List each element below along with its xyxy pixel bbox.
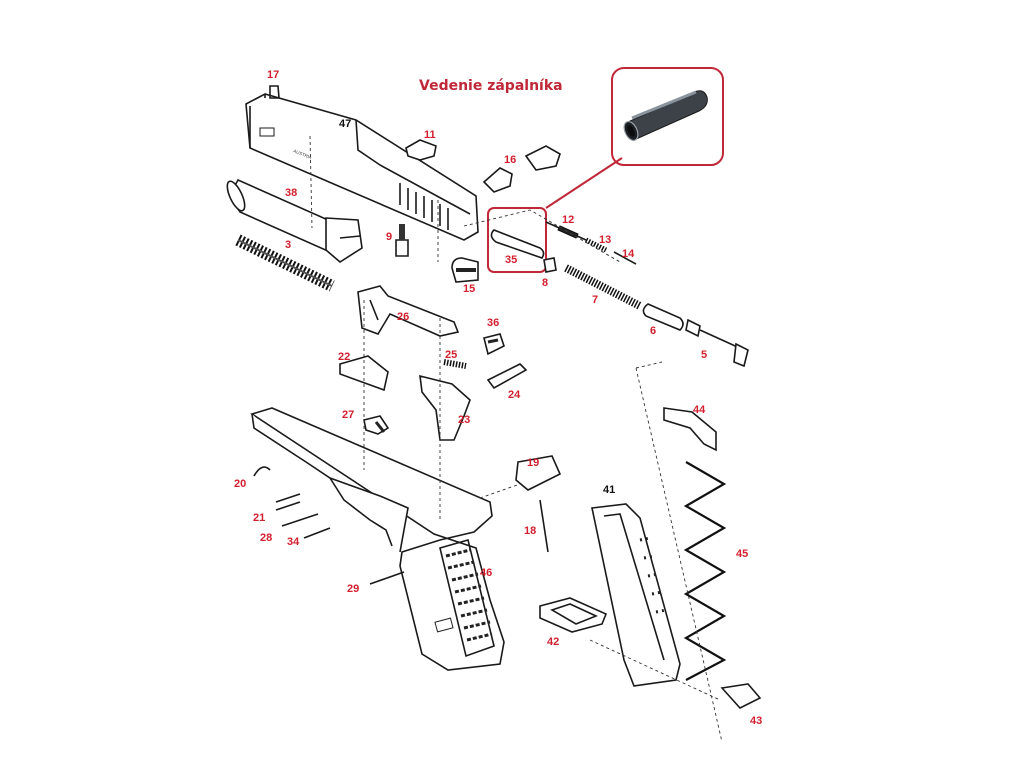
part-label-22: 22 [338, 351, 350, 363]
part-label-18: 18 [524, 525, 536, 537]
part-label-38: 38 [285, 187, 297, 199]
part-label-9: 9 [386, 231, 392, 243]
barrel [226, 178, 363, 263]
part-label-34: 34 [287, 536, 300, 548]
diagram-title: Vedenie zápalníka [419, 78, 563, 94]
part-label-13: 13 [599, 234, 611, 246]
part-label-17: 17 [267, 69, 279, 81]
slide: AUSTRIA [245, 85, 479, 241]
part-label-26: 26 [397, 311, 409, 323]
part-label-16: 16 [504, 154, 516, 166]
frame [250, 407, 505, 671]
frame-small-parts [253, 455, 562, 585]
part-label-27: 27 [342, 409, 354, 421]
part-label-14: 14 [622, 248, 635, 260]
magazine [591, 503, 681, 687]
part-label-24: 24 [508, 389, 521, 401]
callout-highlight [487, 67, 724, 273]
callout-part-box [487, 207, 547, 273]
part-label-28: 28 [260, 532, 272, 544]
slide-marking: AUSTRIA [293, 148, 313, 160]
part-label-42: 42 [547, 636, 559, 648]
striker-assembly [564, 264, 749, 368]
callout-connector [545, 157, 623, 209]
part-label-8: 8 [542, 277, 548, 289]
part-label-43: 43 [750, 715, 762, 727]
part-label-19: 19 [527, 457, 539, 469]
part-labels: 17 47 11 16 38 3 9 15 35 8 12 13 14 7 6 … [234, 69, 762, 727]
part-label-44: 44 [693, 404, 706, 416]
part-label-7: 7 [592, 294, 598, 306]
part-label-29: 29 [347, 583, 359, 595]
striker-guide-zoom-image [623, 90, 708, 142]
part-label-6: 6 [650, 325, 656, 337]
trigger-mechanism-parts [339, 285, 528, 441]
part-label-11: 11 [424, 129, 436, 141]
callout-zoom-box [611, 67, 724, 166]
part-label-21: 21 [253, 512, 265, 524]
part-label-36: 36 [487, 317, 499, 329]
part-label-46: 46 [480, 567, 492, 579]
part-label-20: 20 [234, 478, 246, 490]
part-label-47: 47 [339, 118, 351, 130]
part-label-41: 41 [603, 484, 615, 496]
part-label-23: 23 [458, 414, 470, 426]
part-label-5: 5 [701, 349, 707, 361]
magazine-internals [663, 407, 762, 709]
part-label-45: 45 [736, 548, 748, 560]
assembly-guides [309, 135, 723, 743]
part-label-25: 25 [445, 349, 457, 361]
slide-small-parts [395, 139, 637, 283]
part-label-12: 12 [562, 214, 574, 226]
magazine-floorplate [539, 597, 608, 633]
recoil-spring [235, 234, 335, 292]
part-label-3: 3 [285, 239, 291, 251]
part-label-15: 15 [463, 283, 475, 295]
part-label-35: 35 [505, 254, 517, 266]
